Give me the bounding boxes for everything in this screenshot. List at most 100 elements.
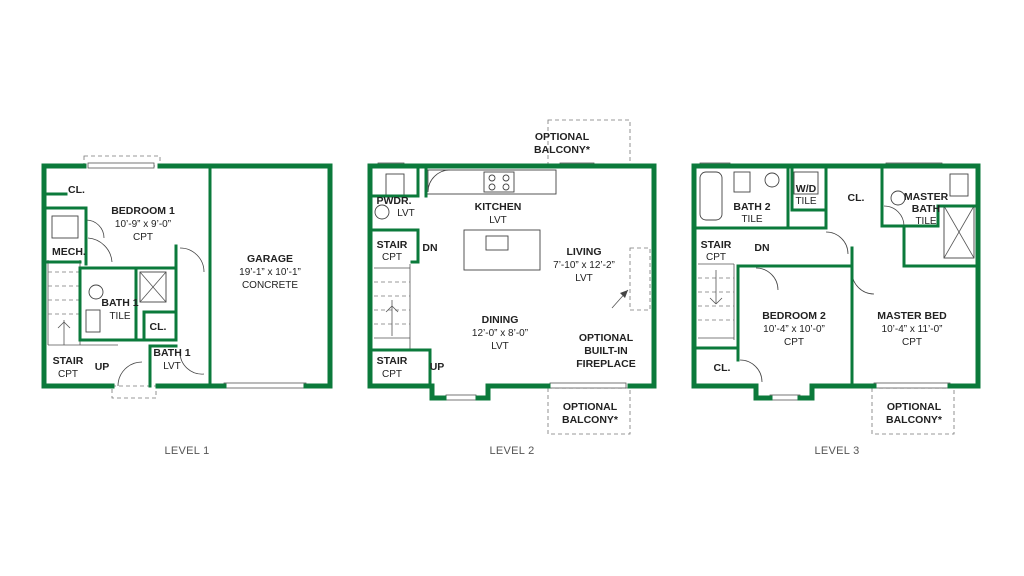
l1-garage-size: 19’-1” x 10’-1” (239, 267, 301, 278)
l3-bedroom2-size: 10’-4” x 10’-0” (763, 324, 825, 335)
level-3-plan: BATH 2 TILE W/D TILE CL. MASTER BATH TIL… (691, 162, 981, 457)
l1-bath1-name: BATH 1 (101, 297, 138, 309)
level-1-plan: CL. BEDROOM 1 10’-9” x 9’-0” CPT MECH. B… (41, 155, 333, 457)
l1-bath1-lower-floor: LVT (163, 361, 181, 372)
l2-powder-toilet (385, 173, 405, 197)
l2-dining-floor: LVT (491, 341, 509, 352)
l2-living-size: 7’-10” x 12’-2” (553, 260, 615, 271)
l1-bedroom1-name: BEDROOM 1 (111, 205, 175, 217)
l3-interior-walls (692, 164, 980, 388)
l2-dining-size: 12’-0” x 8’-0” (472, 328, 528, 339)
l1-closet-small-label: CL. (150, 321, 167, 333)
l3-stair-floor: CPT (706, 252, 726, 263)
l2-island-sink (485, 235, 509, 251)
l2-fireplace-line3: FIREPLACE (576, 358, 636, 370)
l2-balcony-top-line2: BALCONY* (534, 144, 591, 156)
l3-master-sink (890, 190, 906, 206)
l2-stair-upper-direction: DN (422, 242, 437, 254)
l3-master-bath-line1: MASTER (904, 191, 949, 203)
l3-stair-name: STAIR (701, 239, 732, 251)
l3-washer-dryer (793, 171, 819, 195)
l2-kitchen-floor: LVT (489, 215, 507, 226)
l2-stair-lower-direction: UP (430, 361, 445, 373)
l3-door-master-bed (851, 271, 875, 295)
l3-closet-bottom-label: CL. (714, 362, 731, 374)
l3-bath2-floor: TILE (741, 214, 762, 225)
l2-door-powder (427, 169, 451, 193)
l3-bath2-toilet (733, 171, 751, 193)
l2-stair-treads (374, 264, 411, 350)
l1-door-bedroom (179, 247, 205, 273)
l1-exterior-walls (41, 163, 333, 389)
l1-door-bath (87, 237, 113, 263)
l2-living-name: LIVING (566, 246, 601, 258)
l3-balcony-outline (871, 387, 955, 435)
l3-bathtub (699, 171, 723, 221)
l2-powder-floor: LVT (397, 208, 415, 219)
l2-balcony-bottom-outline (547, 387, 631, 435)
l1-garage-name: GARAGE (247, 253, 293, 265)
level-2-plan: OPTIONAL BALCONY* PWDR. LVT KITCHEN LVT … (367, 119, 657, 457)
level-2-caption: LEVEL 2 (489, 445, 534, 457)
l2-dining-name: DINING (482, 314, 519, 326)
l3-bath2-name: BATH 2 (733, 201, 770, 213)
l3-exterior-walls (691, 163, 981, 401)
l2-kitchen-name: KITCHEN (475, 201, 522, 213)
l3-door-bedroom2 (755, 267, 779, 291)
l2-stair-lower-floor: CPT (382, 369, 402, 380)
l2-stair-upper-floor: CPT (382, 252, 402, 263)
l3-door-master-bath (883, 205, 905, 227)
l3-master-toilet (949, 173, 969, 197)
l3-master-bed-floor: CPT (902, 337, 922, 348)
l2-balcony-top-outline (547, 119, 631, 167)
level-3-caption: LEVEL 3 (814, 445, 859, 457)
l1-door-mech (85, 219, 105, 239)
l1-interior-walls-2 (42, 192, 178, 388)
l1-bath1-floor: TILE (109, 311, 130, 322)
l2-balcony-top-line1: OPTIONAL (535, 131, 590, 143)
l3-master-bath-line2: BATH (912, 203, 940, 215)
l2-balcony-bottom-line1: OPTIONAL (563, 401, 618, 413)
l1-interior-walls (42, 206, 178, 342)
l3-window-bottom (873, 382, 951, 389)
l2-window-bottom (549, 382, 627, 389)
l1-mech-label: MECH. (52, 246, 86, 258)
l1-stair-floor: CPT (58, 369, 78, 380)
l1-bedroom1-floor: CPT (133, 232, 153, 243)
l3-bath2-sink (764, 172, 780, 188)
l1-mech-unit (51, 215, 79, 239)
l2-fireplace-line1: OPTIONAL (579, 332, 634, 344)
l3-closet-mid-label: CL. (848, 192, 865, 204)
l2-range (483, 171, 515, 193)
l1-closet-label: CL. (68, 184, 85, 196)
l1-garage-floor: CONCRETE (242, 280, 298, 291)
l1-bay-window (83, 155, 161, 167)
l2-fireplace-outline (629, 247, 651, 311)
l3-stair-direction: DN (754, 242, 769, 254)
l1-entry-door (117, 361, 143, 387)
l1-bath1-lower-name: BATH 1 (153, 347, 190, 359)
l1-window-bedroom (87, 162, 155, 169)
l2-powder-name: PWDR. (377, 195, 412, 207)
l3-bedroom2-name: BEDROOM 2 (762, 310, 826, 322)
l3-door-closet (825, 231, 849, 255)
l3-master-bed-name: MASTER BED (877, 310, 947, 322)
l3-stair-treads (698, 263, 735, 340)
l2-stair-lower-name: STAIR (377, 355, 408, 367)
l3-balcony-line2: BALCONY* (886, 414, 943, 426)
l3-balcony-line1: OPTIONAL (887, 401, 942, 413)
level-1-caption: LEVEL 1 (164, 445, 209, 457)
l2-exterior-walls (367, 163, 657, 401)
l2-living-floor: LVT (575, 273, 593, 284)
l2-fireplace-line2: BUILT-IN (584, 345, 628, 357)
l1-garage-door (223, 382, 307, 389)
l1-door-bath-lower (179, 351, 205, 375)
l2-powder-sink (374, 204, 390, 220)
l3-laundry-floor: TILE (795, 196, 816, 207)
l1-bedroom1-size: 10’-9” x 9’-0” (115, 219, 171, 230)
l1-vanity (85, 309, 101, 333)
l2-window-bay (445, 394, 477, 401)
l3-master-bed-size: 10’-4” x 11’-0” (882, 324, 943, 335)
l3-laundry-name: W/D (796, 183, 817, 195)
